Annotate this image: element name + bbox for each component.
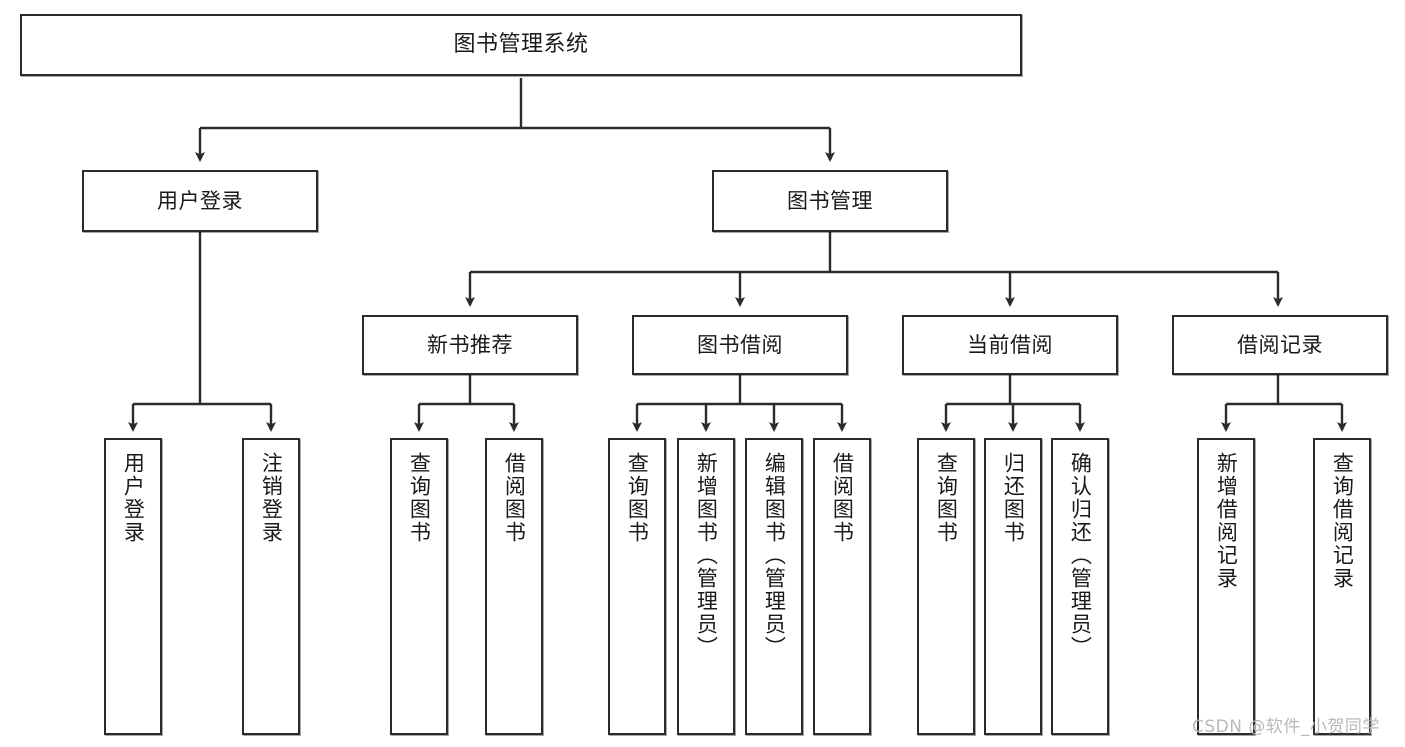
node-leaf-return-book-label: 归还图书	[1001, 452, 1026, 544]
node-leaf-user-login-label: 用户登录	[121, 452, 146, 544]
node-leaf-add-book[interactable]: 新增图书（管理员）	[677, 438, 735, 735]
node-leaf-query-book-1[interactable]: 查询图书	[390, 438, 448, 735]
node-leaf-query-record[interactable]: 查询借阅记录	[1313, 438, 1371, 735]
node-user-login[interactable]: 用户登录	[82, 170, 318, 232]
node-book-borrow[interactable]: 图书借阅	[632, 315, 848, 375]
node-book-borrow-label: 图书借阅	[697, 332, 783, 357]
node-new-book-rec[interactable]: 新书推荐	[362, 315, 578, 375]
node-borrow-record[interactable]: 借阅记录	[1172, 315, 1388, 375]
node-leaf-borrow-book-2[interactable]: 借阅图书	[813, 438, 871, 735]
node-root[interactable]: 图书管理系统	[20, 14, 1022, 76]
node-leaf-edit-book[interactable]: 编辑图书（管理员）	[745, 438, 803, 735]
node-leaf-add-book-label: 新增图书（管理员）	[694, 452, 719, 659]
node-leaf-query-book-2-label: 查询图书	[625, 452, 650, 544]
node-book-manage[interactable]: 图书管理	[712, 170, 948, 232]
node-root-label: 图书管理系统	[453, 32, 589, 58]
node-leaf-confirm-return-label: 确认归还（管理员）	[1068, 452, 1093, 659]
node-leaf-borrow-book-2-label: 借阅图书	[830, 452, 855, 544]
node-leaf-query-book-3-label: 查询图书	[934, 452, 959, 544]
node-user-login-label: 用户登录	[157, 188, 243, 213]
node-leaf-confirm-return[interactable]: 确认归还（管理员）	[1051, 438, 1109, 735]
node-leaf-borrow-book-1-label: 借阅图书	[502, 452, 527, 544]
node-leaf-query-book-1-label: 查询图书	[407, 452, 432, 544]
node-current-borrow-label: 当前借阅	[967, 332, 1053, 357]
node-new-book-rec-label: 新书推荐	[427, 332, 513, 357]
node-book-manage-label: 图书管理	[787, 188, 873, 213]
node-leaf-add-record-label: 新增借阅记录	[1214, 452, 1239, 590]
node-leaf-return-book[interactable]: 归还图书	[984, 438, 1042, 735]
node-leaf-logout-label: 注销登录	[259, 452, 284, 544]
node-leaf-logout[interactable]: 注销登录	[242, 438, 300, 735]
node-borrow-record-label: 借阅记录	[1237, 332, 1323, 357]
node-current-borrow[interactable]: 当前借阅	[902, 315, 1118, 375]
node-leaf-query-book-3[interactable]: 查询图书	[917, 438, 975, 735]
node-leaf-borrow-book-1[interactable]: 借阅图书	[485, 438, 543, 735]
node-leaf-edit-book-label: 编辑图书（管理员）	[762, 452, 787, 659]
node-leaf-query-book-2[interactable]: 查询图书	[608, 438, 666, 735]
node-leaf-user-login[interactable]: 用户登录	[104, 438, 162, 735]
node-leaf-query-record-label: 查询借阅记录	[1330, 452, 1355, 590]
node-leaf-add-record[interactable]: 新增借阅记录	[1197, 438, 1255, 735]
